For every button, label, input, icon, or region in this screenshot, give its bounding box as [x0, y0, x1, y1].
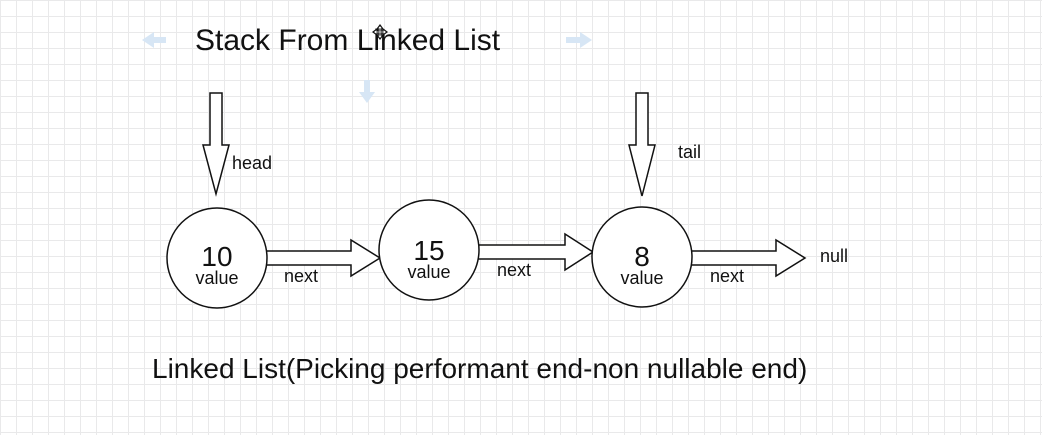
node-1[interactable]: 10 value [166, 207, 268, 309]
diagram-caption: Linked List(Picking performant end-non n… [152, 353, 807, 384]
tail-pointer-arrow [628, 92, 656, 197]
node-circle [166, 207, 268, 309]
diagram-title: Stack From Linked List [195, 24, 501, 57]
node-number: 8 [634, 241, 650, 272]
tail-label: tail [678, 142, 701, 162]
move-cursor-icon [372, 24, 388, 40]
node-value-label: value [407, 262, 450, 282]
head-label: head [232, 153, 272, 173]
next-label-2: next [497, 260, 531, 280]
hint-arrow-right-icon [566, 32, 592, 48]
node-number: 10 [201, 241, 232, 272]
node-2[interactable]: 15 value [378, 199, 480, 301]
next-label-3: next [710, 266, 744, 286]
null-label: null [820, 246, 848, 266]
connection-hint-arrows [142, 32, 592, 103]
node-value-label: value [620, 268, 663, 288]
node-3[interactable]: 8 value [591, 206, 693, 308]
node-value-label: value [195, 268, 238, 288]
hint-arrow-left-icon [142, 32, 166, 48]
hint-arrow-down-icon [359, 80, 375, 103]
node-circle [378, 199, 480, 301]
node-number: 15 [413, 235, 444, 266]
next-arrow-3 [690, 238, 807, 278]
next-arrow-1 [265, 238, 382, 278]
next-arrow-2 [477, 232, 595, 272]
head-pointer-arrow [202, 92, 230, 197]
node-circle [591, 206, 693, 308]
next-label-1: next [284, 266, 318, 286]
